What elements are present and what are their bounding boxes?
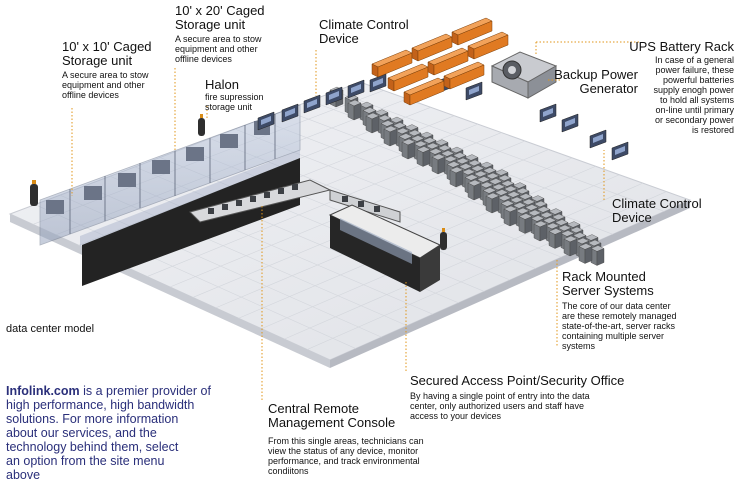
callout-secured-desc-1: By having a single point of entry into t… [410,391,650,401]
climate-control-unit-icon [466,82,482,100]
callout-console: Central Remote Management Console From t… [268,402,458,476]
intro-line-1: high performance, high bandwidth [6,398,224,412]
climate-control-unit-icon [590,130,606,148]
server-rack-icon [348,100,361,120]
callout-rack-desc-5: systems [562,341,732,351]
callout-halon: Halon fire supression storage unit [205,78,315,112]
server-rack-icon [366,113,379,133]
intro-line-3: about our services, and the [6,426,224,440]
callout-console-title-1: Central Remote [268,402,458,416]
callout-climate-right-title-2: Device [612,211,732,225]
server-rack-icon [591,246,604,266]
callout-ups-desc-7: or secondary power [614,115,734,125]
callout-storage-10x10-desc-2: equipment and other [62,80,182,90]
server-rack-icon [504,206,517,226]
callout-climate-top-title-2: Device [319,32,439,46]
callout-rack-servers: Rack Mounted Server Systems The core of … [562,270,732,351]
model-caption: data center model [6,323,94,335]
server-rack-icon [402,139,415,159]
callout-console-desc-2: view the status of any device, monitor [268,446,458,456]
callout-ups-title: UPS Battery Rack [614,40,734,54]
callout-storage-10x20-title-1: 10' x 20' Caged [175,4,295,18]
server-rack-icon [519,214,532,234]
callout-storage-10x20-desc-3: offline devices [175,54,295,64]
callout-storage-10x10-desc-3: offline devices [62,90,182,100]
callout-ups-desc-8: is restored [614,125,734,135]
callout-generator-title-2: Generator [538,82,638,96]
callout-ups-desc-5: to hold all systems [614,95,734,105]
callout-generator: Backup Power Generator [538,68,638,96]
callout-ups-desc-1: In case of a general [614,55,734,65]
callout-rack-desc-3: state-of-the-art, server racks [562,321,732,331]
callout-rack-desc-2: are these remotely managed [562,311,732,321]
intro-line-6: above [6,468,224,482]
callout-storage-10x10-title-1: 10' x 10' Caged [62,40,182,54]
server-rack-icon [417,147,430,167]
intro-line-2: solutions. For more information [6,412,224,426]
intro-paragraph: Infolink.com is a premier provider of hi… [6,384,224,482]
intro-line-4: technology behind them, select [6,440,224,454]
callout-rack-desc-4: containing multiple server [562,331,732,341]
callout-console-desc-4: condiitons [268,466,458,476]
climate-control-unit-icon [540,104,556,122]
server-rack-icon [579,244,592,264]
intro-brand: Infolink.com [6,384,80,398]
intro-line-5: an option from the site menu [6,454,224,468]
callout-storage-10x10-desc-1: A secure area to stow [62,70,182,80]
server-rack-icon [468,180,481,200]
server-rack-icon [564,236,577,256]
callout-console-title-2: Management Console [268,416,458,430]
server-rack-icon [549,229,562,249]
intro-text-first: is a premier provider of [80,384,211,398]
climate-control-unit-icon [612,142,628,160]
callout-rack-title-1: Rack Mounted [562,270,732,284]
climate-control-unit-icon [562,114,578,132]
callout-storage-10x10-title-2: Storage unit [62,54,182,68]
callout-console-desc-1: From this single areas, technicians can [268,436,458,446]
callout-rack-desc-1: The core of our data center [562,301,732,311]
callout-storage-10x10: 10' x 10' Caged Storage unit A secure ar… [62,40,182,100]
server-rack-icon [450,167,463,187]
callout-climate-right: Climate Control Device [612,197,732,225]
callout-storage-10x20-title-2: Storage unit [175,18,295,32]
callout-ups-desc-6: on-line until primary [614,105,734,115]
callout-climate-top: Climate Control Device [319,18,439,46]
server-rack-icon [486,193,499,213]
callout-climate-right-title-1: Climate Control [612,197,732,211]
callout-halon-desc-1: fire supression [205,92,315,102]
callout-secured-title: Secured Access Point/Security Office [410,374,650,388]
callout-rack-title-2: Server Systems [562,284,732,298]
callout-generator-title-1: Backup Power [538,68,638,82]
server-rack-icon [432,154,445,174]
callout-storage-10x20-desc-1: A secure area to stow [175,34,295,44]
callout-halon-title: Halon [205,78,315,92]
callout-storage-10x20-desc-2: equipment and other [175,44,295,54]
server-rack-icon [384,126,397,146]
callout-climate-top-title-1: Climate Control [319,18,439,32]
callout-storage-10x20: 10' x 20' Caged Storage unit A secure ar… [175,4,295,64]
callout-halon-desc-2: storage unit [205,102,315,112]
server-rack-icon [534,221,547,241]
callout-console-desc-3: performance, and track environmental [268,456,458,466]
